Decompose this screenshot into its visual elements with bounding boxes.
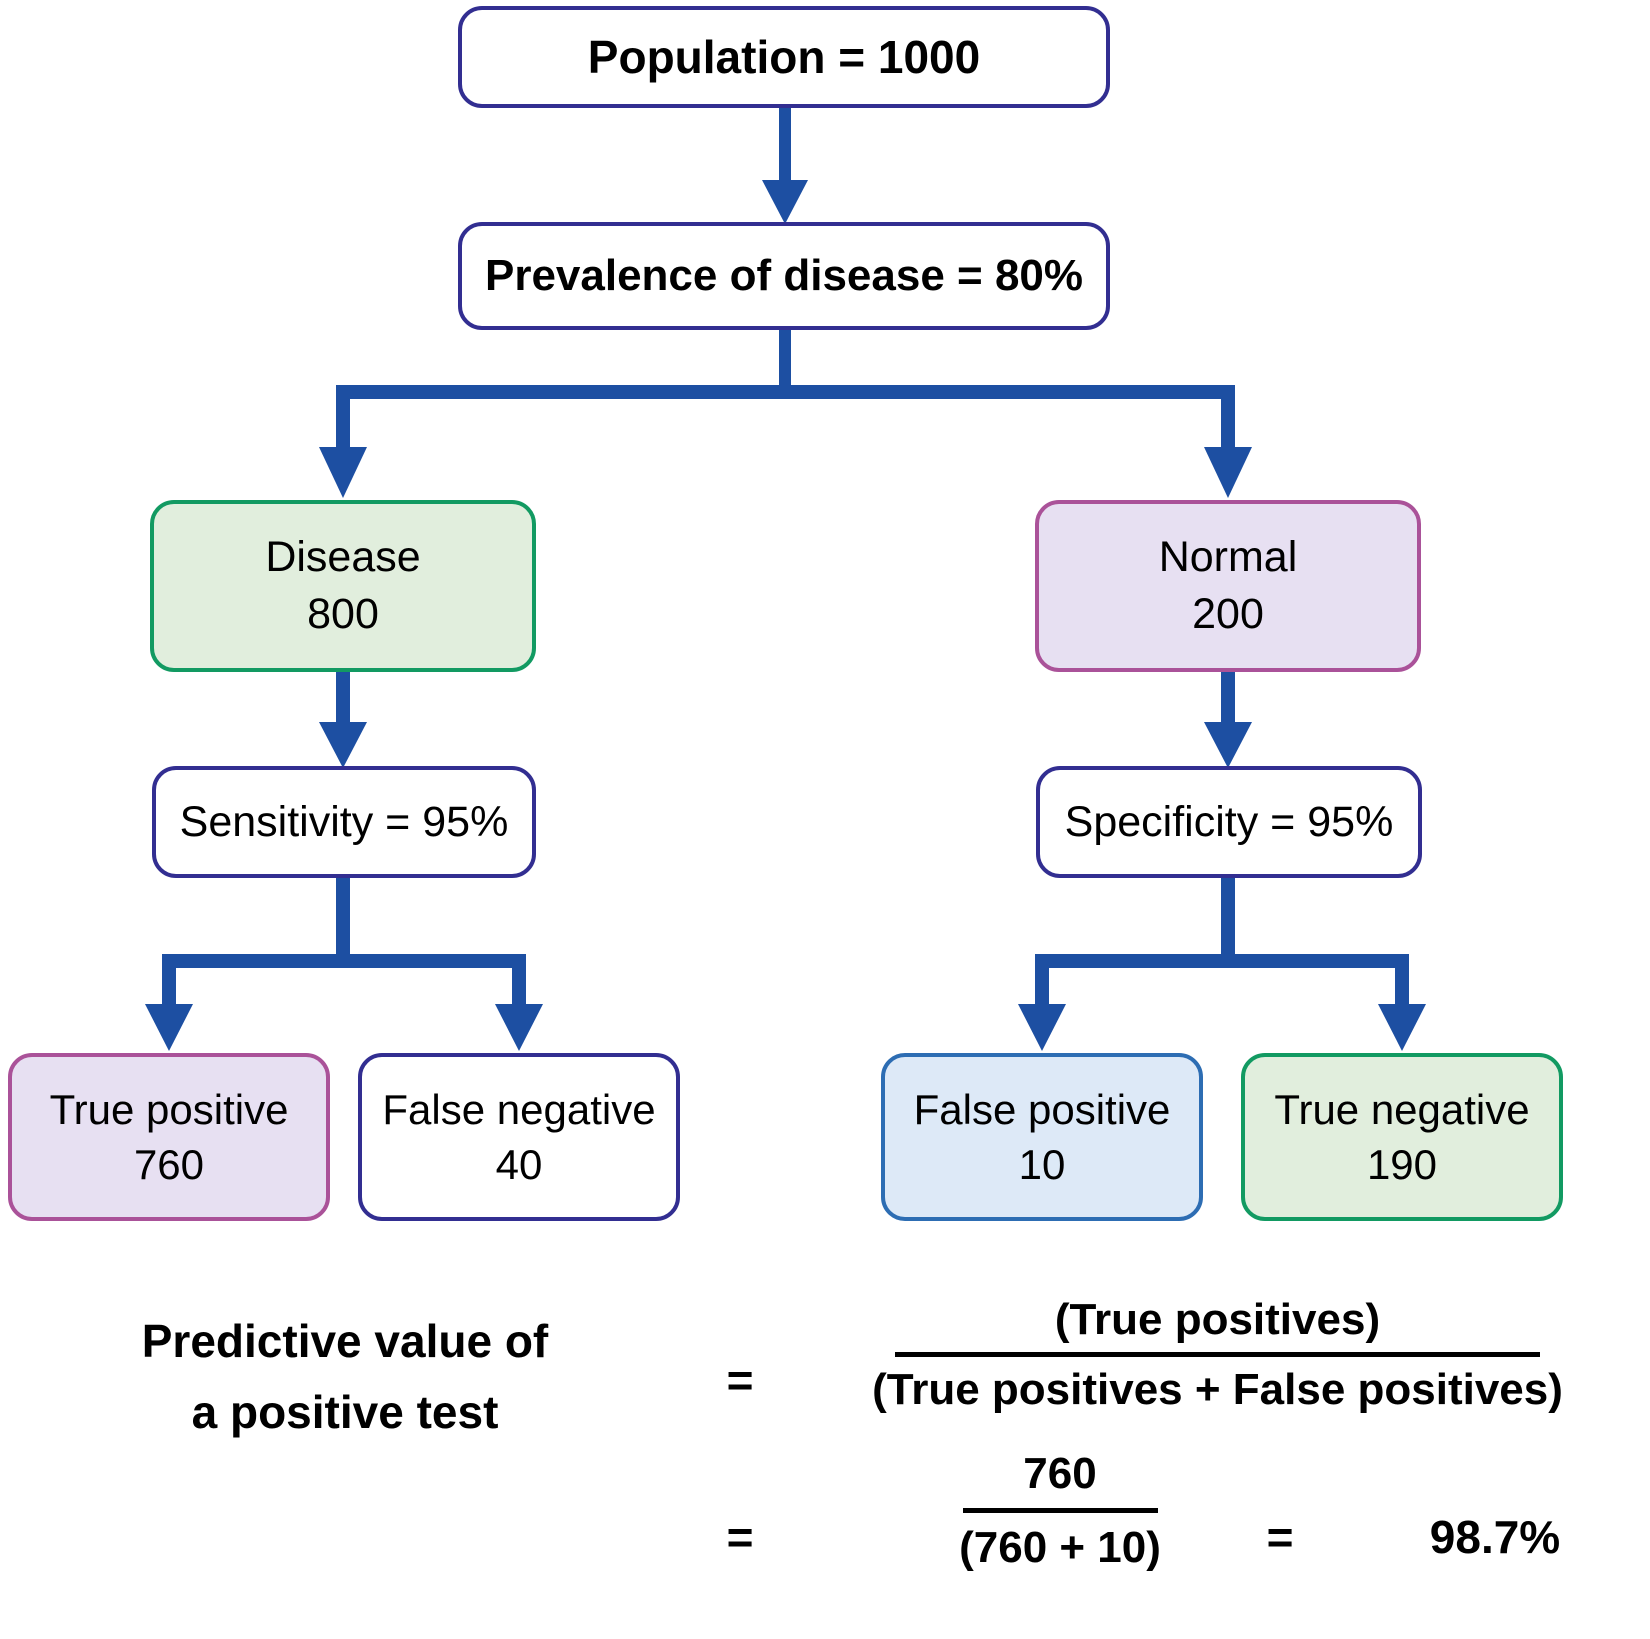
formula-fraction: (True positives) (True positives + False… (872, 1292, 1563, 1417)
sensitivity-node: Sensitivity = 95% (152, 766, 536, 878)
result-value: 98.7% (1429, 1511, 1561, 1563)
equals-sign-1: = (726, 1354, 754, 1406)
prevalence-node: Prevalence of disease = 80% (458, 222, 1110, 330)
prevalence-label: Prevalence of disease = 80% (484, 250, 1084, 300)
arrow-split-prevalence (319, 330, 1252, 498)
arrow-disease-to-sensitivity (319, 672, 367, 768)
arrow-split-sensitivity (145, 878, 543, 1051)
false-positive-count: 10 (1018, 1141, 1066, 1188)
true-positive-node: True positive 760 (8, 1053, 330, 1221)
population-label: Population = 1000 (587, 30, 981, 83)
value-fraction-denominator: (760 + 10) (959, 1523, 1161, 1572)
true-positive-count: 760 (133, 1141, 205, 1188)
disease-node: Disease 800 (150, 500, 536, 672)
normal-count: 200 (1192, 590, 1264, 638)
specificity-node: Specificity = 95% (1036, 766, 1422, 878)
value-fraction-bar (962, 1508, 1158, 1513)
formula-lhs: Predictive value of a positive test (55, 1306, 635, 1449)
false-positive-label: False positive (913, 1085, 1171, 1133)
population-node: Population = 1000 (458, 6, 1110, 108)
fraction-denominator: (True positives + False positives) (872, 1365, 1563, 1414)
disease-count: 800 (307, 590, 379, 638)
specificity-label: Specificity = 95% (1064, 797, 1394, 846)
normal-node: Normal 200 (1035, 500, 1421, 672)
value-fraction: 760 (760 + 10) (930, 1446, 1190, 1575)
normal-label: Normal (1158, 533, 1298, 582)
equals-sign-2: = (726, 1511, 754, 1563)
equals-sign-3: = (1266, 1511, 1294, 1563)
value-fraction-numerator: 760 (1023, 1449, 1097, 1498)
true-negative-label: True negative (1274, 1085, 1530, 1133)
false-negative-count: 40 (495, 1141, 543, 1188)
false-positive-node: False positive 10 (881, 1053, 1203, 1221)
false-negative-node: False negative 40 (358, 1053, 680, 1221)
fraction-numerator: (True positives) (1054, 1295, 1381, 1344)
fraction-bar (895, 1352, 1540, 1357)
arrow-population-to-prevalence (762, 108, 808, 224)
true-negative-count: 190 (1366, 1141, 1438, 1188)
formula-lhs-line1: Predictive value of (141, 1315, 549, 1367)
formula-lhs-line2: a positive test (191, 1386, 499, 1439)
false-negative-label: False negative (382, 1085, 656, 1133)
true-negative-node: True negative 190 (1241, 1053, 1563, 1221)
sensitivity-label: Sensitivity = 95% (179, 797, 509, 846)
arrow-normal-to-specificity (1204, 672, 1252, 768)
disease-label: Disease (265, 533, 421, 582)
true-positive-label: True positive (49, 1085, 289, 1133)
arrow-split-specificity (1018, 878, 1426, 1051)
